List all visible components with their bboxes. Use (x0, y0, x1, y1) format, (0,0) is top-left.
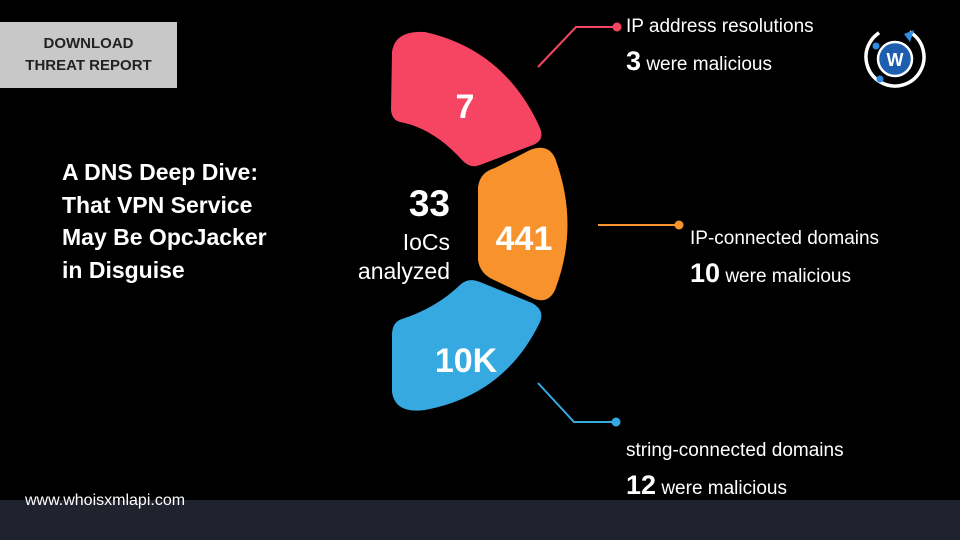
callout-suffix: were malicious (661, 478, 787, 499)
download-button-line1: DOWNLOAD (43, 35, 134, 52)
connector-dot-ip-domains (674, 220, 684, 230)
segment-10k (392, 280, 542, 411)
callout-suffix: were malicious (646, 54, 772, 75)
callout-count: 3 (626, 46, 642, 76)
iocs-label-line2: analyzed (357, 258, 450, 284)
callout-label: IP-connected domains (690, 228, 880, 249)
footer-url-link[interactable]: www.whoisxmlapi.com (25, 492, 186, 509)
connector-dot-string-domains (611, 417, 621, 427)
segment-value-10k: 10K (435, 342, 498, 380)
callout-count: 10 (690, 258, 721, 288)
logo-letter: W (887, 50, 904, 70)
whoisxmlapi-logo-icon[interactable]: W (862, 24, 928, 90)
connector-dot-ip-resolutions (612, 22, 622, 32)
callout-label: IP address resolutions (626, 16, 814, 37)
callout-label: string-connected domains (626, 440, 844, 461)
connector-string-domains (537, 382, 616, 423)
callout-suffix: were malicious (725, 266, 851, 287)
footer-bar: www.whoisxmlapi.com (0, 492, 960, 540)
connector-ip-resolutions (537, 26, 617, 68)
segment-441 (478, 147, 568, 301)
page-title: A DNS Deep Dive: That VPN Service May Be… (62, 159, 267, 283)
callout-count: 12 (626, 470, 657, 500)
iocs-count: 33 (408, 183, 450, 224)
iocs-summary: 33 IoCs analyzed (330, 180, 450, 286)
segment-7 (391, 31, 542, 167)
segment-value-7: 7 (456, 88, 475, 126)
callout-ip-resolutions: IP address resolutions 3 were malicious (626, 10, 814, 82)
download-threat-report-button[interactable]: DOWNLOAD THREAT REPORT (0, 22, 177, 88)
callout-ip-domains: IP-connected domains 10 were malicious (690, 222, 879, 294)
segment-value-441: 441 (496, 220, 553, 258)
download-button-line2: THREAT REPORT (25, 57, 152, 74)
callout-string-domains: string-connected domains 12 were malicio… (626, 434, 844, 506)
iocs-label-line1: IoCs (402, 229, 450, 255)
